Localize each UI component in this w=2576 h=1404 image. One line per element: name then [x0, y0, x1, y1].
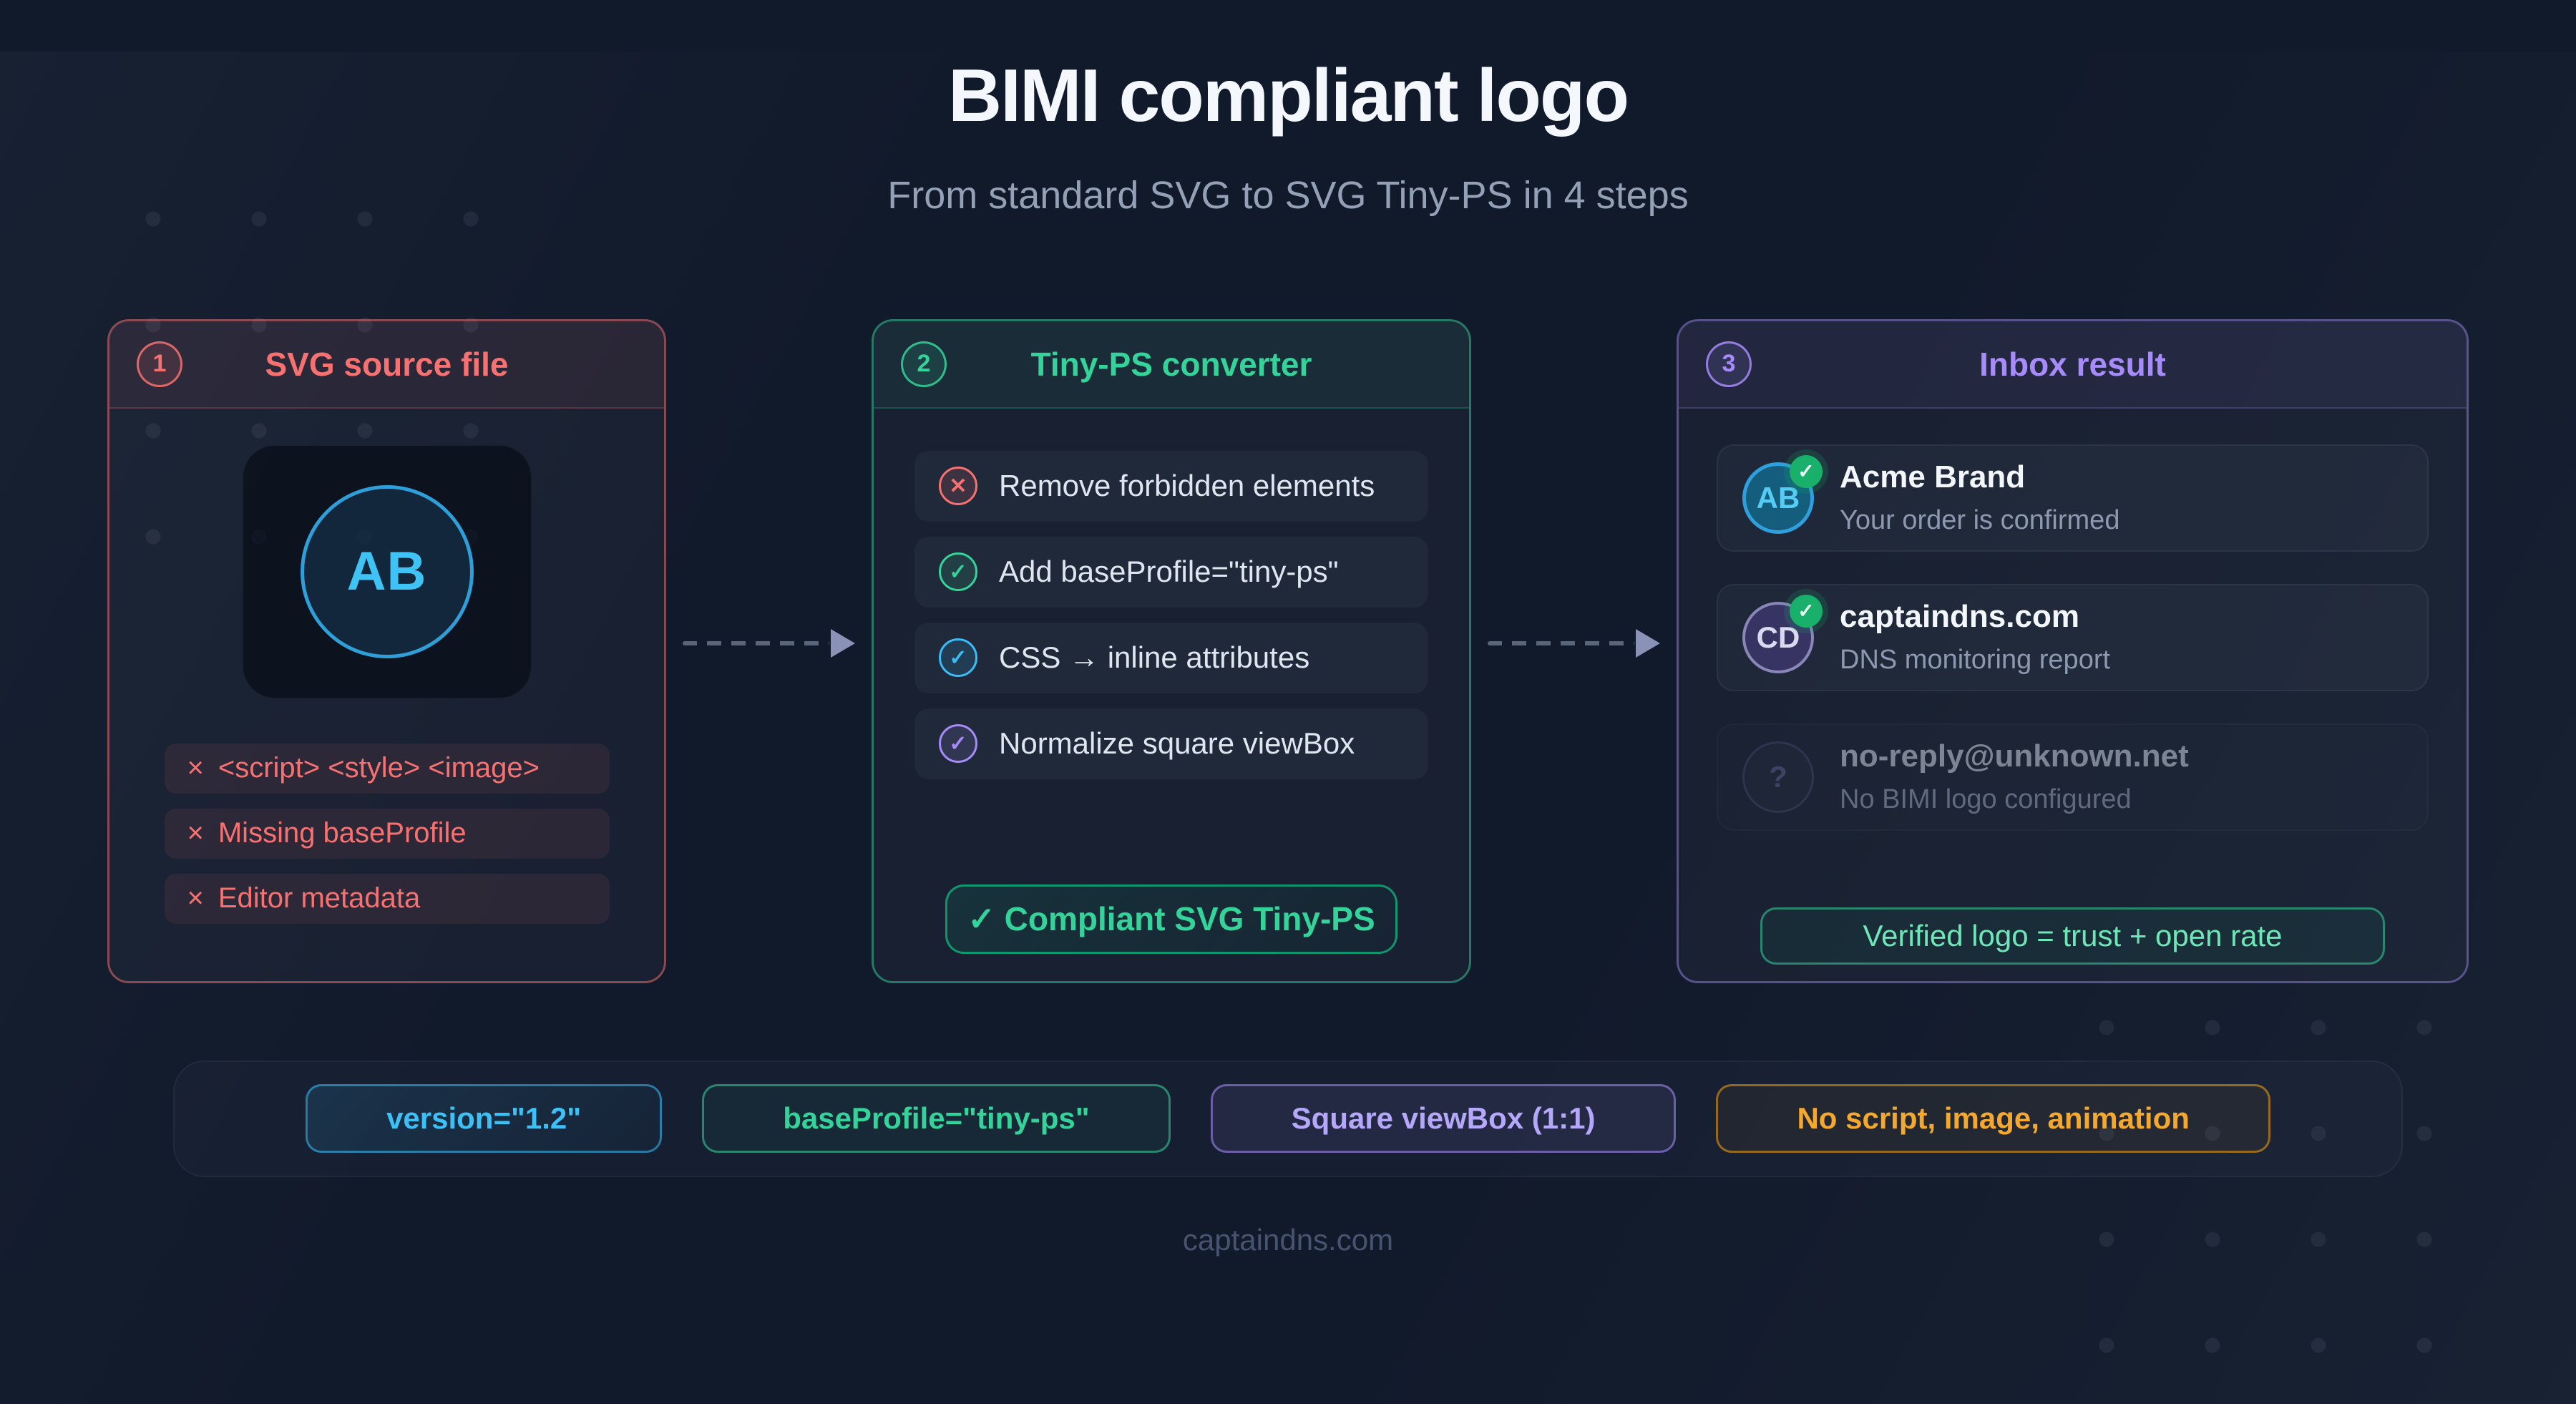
card-svg-source: 1 SVG source file AB × <script> <style> <…: [107, 318, 666, 983]
spec-badge-green: baseProfile="tiny-ps": [702, 1084, 1171, 1154]
forbidden-item: × <script> <style> <image>: [164, 743, 610, 794]
email-sender: no-reply@unknown.net: [1840, 738, 2189, 774]
spec-badge-amber: No script, image, animation: [1716, 1084, 2270, 1154]
compliant-result-button: ✓ Compliant SVG Tiny-PS: [945, 884, 1397, 954]
card-title: Inbox result: [1979, 345, 2166, 383]
spec-badge-blue: version="1.2": [306, 1084, 663, 1154]
check-circle-icon: ✓: [939, 638, 977, 678]
check-circle-icon: ✓: [939, 724, 977, 764]
converter-step-label: Add baseProfile="tiny-ps": [999, 555, 1339, 589]
card-title: SVG source file: [265, 345, 509, 383]
footer-domain: captaindns.com: [1182, 1222, 1394, 1257]
email-texts: no-reply@unknown.net No BIMI logo configu…: [1840, 738, 2189, 815]
card-tinyps-converter: 2 Tiny-PS converter ✕ Remove forbidden el…: [872, 318, 1471, 983]
flow-arrow-icon: [1471, 628, 1677, 658]
verified-logo-banner: Verified logo = trust + open rate: [1760, 907, 2385, 965]
check-circle-icon: ✓: [939, 552, 977, 592]
brand-monogram: AB: [300, 484, 474, 658]
x-mark-icon: ×: [187, 882, 204, 915]
step-number-badge: 3: [1706, 341, 1752, 387]
spec-badge-purple: Square viewBox (1:1): [1210, 1084, 1677, 1154]
card-inbox-header: 3 Inbox result: [1679, 321, 2467, 409]
converter-step: ✕ Remove forbidden elements: [914, 450, 1428, 522]
email-subject: Your order is confirmed: [1840, 505, 2120, 536]
converter-step-list: ✕ Remove forbidden elements ✓ Add baseProfi…: [914, 450, 1428, 779]
forbidden-item-label: <script> <style> <image>: [218, 752, 540, 784]
converter-step: ✓ Add baseProfile="tiny-ps": [914, 536, 1428, 608]
card-converter-header: 2 Tiny-PS converter: [874, 321, 1469, 409]
issue-list: × <script> <style> <image> × Missing basePr…: [164, 743, 610, 924]
forbidden-item: × Editor metadata: [164, 873, 610, 924]
converter-step: ✓ CSS → inline attributes: [914, 622, 1428, 693]
flow-diagram: 1 SVG source file AB × <script> <style> <…: [0, 318, 2576, 983]
page-title: BIMI compliant logo: [948, 54, 1629, 137]
avatar: AB✓: [1742, 454, 1823, 534]
x-mark-icon: ×: [187, 817, 204, 849]
converter-step-label: Normalize square viewBox: [999, 726, 1355, 761]
x-circle-icon: ✕: [939, 467, 977, 506]
avatar: CD✓: [1742, 594, 1823, 673]
spec-badge-bar: version="1.2" baseProfile="tiny-ps" Square…: [173, 1060, 2403, 1177]
email-subject: No BIMI logo configured: [1840, 784, 2132, 815]
verified-badge-icon: ✓: [1790, 594, 1823, 628]
avatar: ?: [1742, 741, 1814, 813]
converter-step-label: CSS → inline attributes: [999, 640, 1310, 675]
email-sender: captaindns.com: [1840, 599, 2079, 635]
converter-step: ✓ Normalize square viewBox: [914, 708, 1428, 779]
step-number-badge: 1: [137, 341, 182, 387]
email-row: ? no-reply@unknown.net No BIMI logo config…: [1717, 723, 2429, 831]
forbidden-item-label: Missing baseProfile: [218, 817, 467, 849]
email-subject: DNS monitoring report: [1840, 645, 2111, 676]
x-mark-icon: ×: [187, 752, 204, 784]
forbidden-item: × Missing baseProfile: [164, 808, 610, 859]
page-header: BIMI compliant logo From standard SVG to…: [0, 52, 2576, 219]
verified-badge-icon: ✓: [1790, 454, 1823, 488]
avatar-monogram: AB: [1742, 462, 1814, 534]
avatar-monogram: ?: [1742, 741, 1814, 813]
converter-step-label: Remove forbidden elements: [999, 469, 1375, 503]
card-svg-source-header: 1 SVG source file: [109, 321, 664, 409]
flow-arrow-icon: [666, 628, 872, 658]
svg-logo-preview: AB: [241, 444, 532, 699]
email-sender: Acme Brand: [1840, 459, 2026, 495]
step-number-badge: 2: [901, 341, 947, 387]
forbidden-item-label: Editor metadata: [218, 882, 421, 915]
card-title: Tiny-PS converter: [1030, 345, 1312, 383]
page-subtitle: From standard SVG to SVG Tiny-PS in 4 st…: [887, 173, 1689, 217]
